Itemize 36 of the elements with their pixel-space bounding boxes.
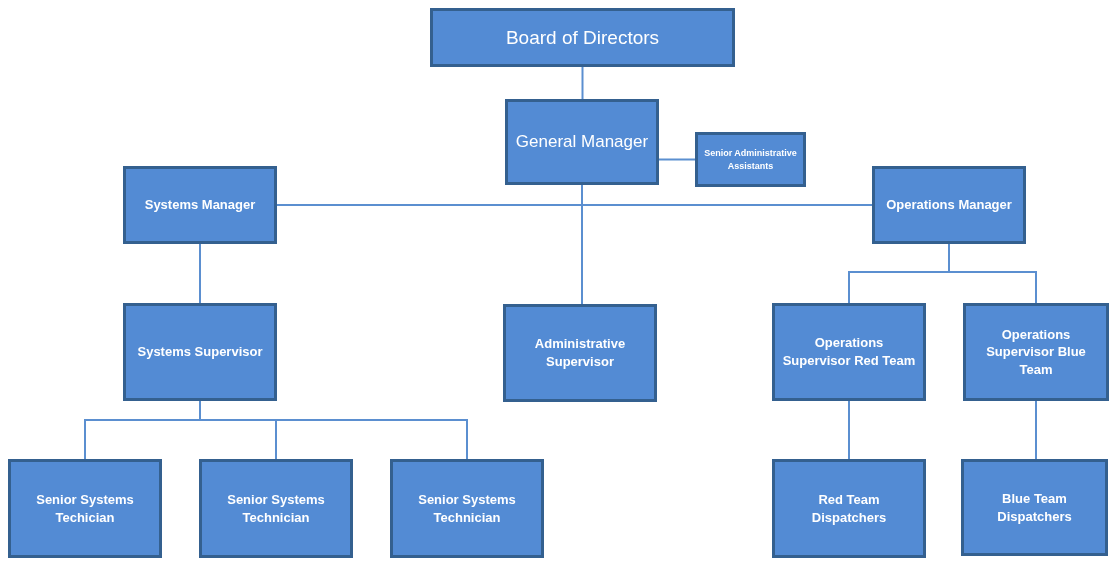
connector-line xyxy=(199,400,468,460)
connector-line xyxy=(848,400,850,460)
position-title: Operations Supervisor Blue Team xyxy=(985,325,1087,379)
connector-line xyxy=(658,158,696,161)
position-box xyxy=(390,459,544,558)
position-box xyxy=(505,99,659,185)
connector-line xyxy=(1035,400,1037,460)
position-box xyxy=(772,303,926,401)
position-box xyxy=(123,303,277,401)
position-title: Senior Systems Technician xyxy=(226,490,326,527)
position-box xyxy=(199,459,353,558)
connector-line xyxy=(199,243,201,304)
position-title: Operations Manager xyxy=(885,196,1013,214)
position-box xyxy=(961,459,1108,556)
position-title: Systems Manager xyxy=(143,196,257,214)
connector-line xyxy=(581,184,583,305)
position-title: Operations Supervisor Red Team xyxy=(781,334,917,370)
connector-line xyxy=(948,243,1037,304)
position-box xyxy=(8,459,162,558)
position-box xyxy=(872,166,1026,244)
position-title: Senior Systems Technician xyxy=(417,490,517,527)
position-title: Systems Supervisor xyxy=(136,343,264,361)
position-title: Administrative Supervisor xyxy=(533,335,627,371)
position-box xyxy=(695,132,806,187)
position-title: Senior Administrative Assistants xyxy=(703,147,798,172)
connector-line xyxy=(581,66,584,100)
position-title: Board of Directors xyxy=(504,25,661,50)
position-box xyxy=(503,304,657,402)
position-title: Blue Team Dispatchers xyxy=(996,489,1073,526)
position-title: General Manager xyxy=(514,130,650,153)
position-box xyxy=(963,303,1109,401)
position-title: Red Team Dispatchers xyxy=(810,490,888,527)
position-box xyxy=(772,459,926,558)
position-box xyxy=(123,166,277,244)
position-box xyxy=(430,8,735,67)
position-title: Senior Systems Techician xyxy=(35,490,135,527)
